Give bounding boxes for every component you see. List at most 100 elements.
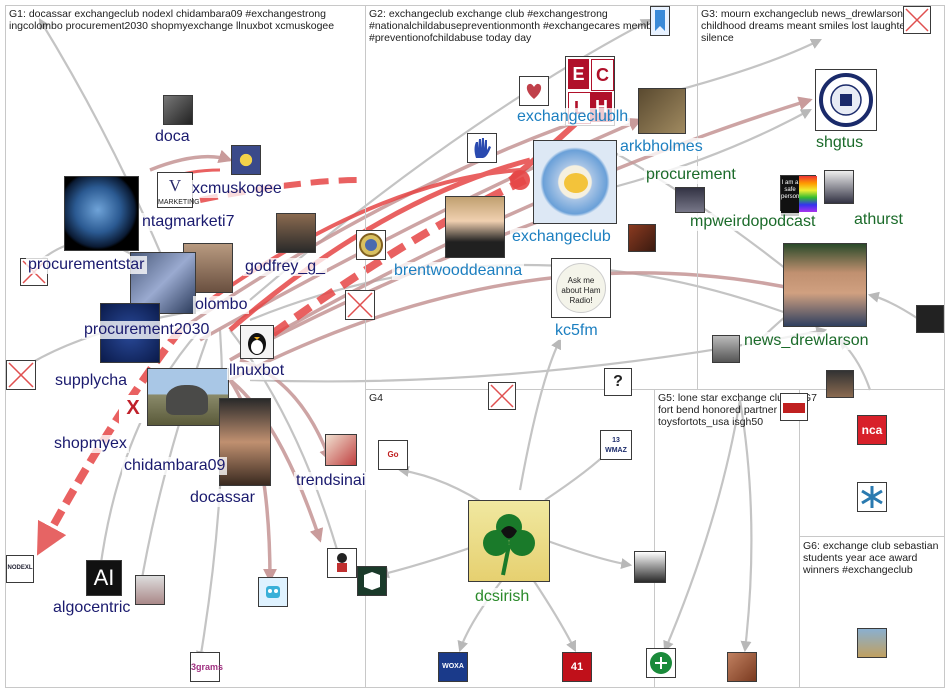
avatar-dcsirish[interactable] [468, 500, 550, 582]
broken-image-icon [8, 362, 34, 388]
avatar-brentwooddeanna[interactable] [445, 196, 505, 258]
label-shopmyex: shopmyex [52, 435, 129, 453]
avatar-snowflake[interactable] [857, 482, 887, 512]
avatar-nodexl[interactable]: NODEXL [6, 555, 34, 583]
emblem-center [564, 173, 588, 193]
avatar-broken-image-2[interactable] [6, 360, 36, 390]
edge [149, 149, 233, 172]
label-godfrey: godfrey_g_ [243, 258, 328, 276]
avatar-41[interactable]: 41 [562, 652, 592, 682]
avatar-g4-man[interactable] [634, 551, 666, 583]
avatar-g3-small[interactable] [675, 187, 705, 213]
avatar-athurst[interactable] [824, 170, 854, 204]
avatar-robot[interactable] [258, 577, 288, 607]
avatar-ed[interactable] [357, 566, 387, 596]
avatar-trendsinai[interactable] [325, 434, 357, 466]
heart-logo-icon [526, 83, 542, 99]
hand-icon [474, 138, 491, 158]
avatar-question[interactable]: ? [604, 368, 632, 396]
edge [867, 291, 921, 321]
label-procurement: procurement [644, 166, 738, 184]
broken-image-icon [905, 8, 929, 32]
avatar-shgtus[interactable] [815, 69, 877, 131]
avatar-llnuxbot[interactable] [240, 325, 274, 359]
avatar-exchange-logo[interactable] [231, 145, 261, 175]
label-llnuxbot: llnuxbot [227, 362, 287, 380]
avatar-docassar[interactable] [219, 398, 271, 486]
avatar-g2-small[interactable] [628, 224, 656, 252]
edge [179, 106, 613, 332]
label-mpweirdopodcast: mpweirdopodcast [688, 213, 818, 231]
avatar-grams[interactable]: 3grams [190, 652, 223, 682]
edge [529, 574, 576, 652]
avatar-broken-image-4[interactable] [903, 6, 931, 34]
label-trendsinai: trendsinai [294, 472, 368, 490]
avatar-safe-person[interactable]: I am a safe person [780, 175, 817, 216]
avatar-g6-person[interactable] [857, 628, 887, 658]
edge [36, 327, 184, 556]
avatar-g3-man-2[interactable] [826, 370, 854, 398]
seal-icon [819, 73, 873, 127]
seal-icon [359, 233, 383, 257]
avatar-bookmark[interactable] [650, 6, 670, 36]
logo-icon [650, 652, 672, 674]
edge [95, 329, 201, 573]
edge-hub [510, 170, 530, 190]
avatar-wmaz[interactable]: 13 WMAZ [600, 430, 632, 460]
edge [738, 399, 753, 653]
group-header-g6: G6: exchange club sebastian students yea… [803, 540, 939, 576]
avatar-g3-dark[interactable] [916, 305, 944, 333]
avatar-nca[interactable]: nca [857, 415, 887, 445]
avatar-arkbholmes[interactable] [638, 88, 686, 134]
avatar-exchangeclub[interactable] [533, 140, 617, 224]
avatar-seal[interactable] [356, 230, 386, 260]
label-exchangeclublh: exchangeclublh [515, 108, 631, 126]
avatar-gobe[interactable]: Go [378, 440, 408, 470]
avatar-portrait-2[interactable] [135, 575, 165, 605]
label-algocentric: algocentric [51, 599, 133, 617]
avatar-doca[interactable] [163, 95, 193, 125]
edge [249, 326, 828, 383]
label-dcsirish: dcsirish [473, 588, 532, 606]
avatar-broken-image-3[interactable] [345, 290, 375, 320]
edge [199, 177, 361, 203]
group-header-g2: G2: exchangeclub exchange club #exchange… [369, 8, 667, 44]
avatar-elephant[interactable] [147, 368, 229, 426]
elephant-shape [166, 385, 208, 415]
avatar-kc5fm[interactable]: Ask me about Ham Radio! [551, 258, 611, 318]
label-colombo: olombo [193, 296, 250, 314]
label-xcmuskogee: xcmuskogee [190, 180, 284, 198]
label-shgtus: shgtus [814, 134, 866, 152]
group-header-g3: G3: mourn exchangeclub news_drewlarson c… [701, 8, 909, 44]
robot-figure-icon [337, 553, 347, 572]
label-exchangeclub: exchangeclub [510, 228, 613, 246]
avatar-hand-logo[interactable] [467, 133, 497, 163]
group-header-g1: G1: docassar exchangeclub nodexl chidamb… [9, 8, 335, 32]
avatar-g5-logo[interactable] [780, 393, 808, 421]
group-header-g4: G4 [369, 392, 384, 404]
avatar-broken-image-5[interactable] [488, 382, 516, 410]
avatar-godfrey[interactable] [276, 213, 316, 253]
label-news-drewlarson: news_drewlarson [742, 332, 871, 350]
group-header-g5: G5: lone star exchange club fort bend ho… [658, 392, 789, 428]
avatar-woxa[interactable]: WOXA [438, 652, 468, 682]
group-box-g7 [799, 389, 945, 537]
broken-image-icon [490, 384, 514, 408]
avatar-dog[interactable] [727, 652, 757, 682]
avatar-robot-2[interactable] [327, 548, 357, 578]
avatar-g3-man[interactable] [712, 335, 740, 363]
label-supplycha: supplycha [53, 372, 130, 390]
avatar-xcmuskogee[interactable]: V MARKETING [157, 172, 200, 208]
edge [544, 538, 633, 569]
avatar-child-abuse-logo[interactable] [519, 76, 549, 106]
label-athurst: athurst [852, 211, 905, 229]
tux-penguin-icon [248, 333, 266, 355]
avatar-news-drewlarson[interactable] [783, 243, 867, 327]
avatar-isgh[interactable] [646, 648, 676, 678]
avatar-earth-globe[interactable] [64, 176, 139, 251]
robot-icon [266, 586, 280, 598]
label-arkbholmes: arkbholmes [618, 138, 705, 156]
avatar-shopmyexchange[interactable]: X [119, 395, 147, 423]
avatar-algocentric[interactable]: AI [86, 560, 122, 596]
